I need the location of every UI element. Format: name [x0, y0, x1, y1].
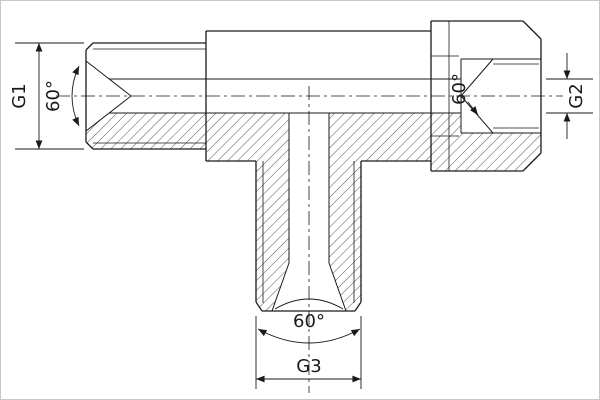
angle-label-right: 60° [449, 73, 470, 105]
dimension-label-g2: G2 [566, 83, 587, 108]
angle-label-bottom: 60° [293, 311, 325, 332]
angle-left-arc [71, 65, 80, 127]
left-stud-thread-lines [93, 48, 206, 144]
angle-right-leader [467, 101, 479, 116]
cross-section [86, 59, 541, 311]
dimensions [15, 42, 593, 389]
vertical-bore-lines [288, 113, 330, 263]
tube-stub-lines [431, 55, 459, 137]
bottom-stud-outline [255, 161, 362, 312]
nut-thread-lines [493, 63, 539, 129]
horizontal-bore-lines [109, 78, 461, 114]
dimension-label-g3: G3 [296, 356, 321, 377]
centerlines [56, 86, 563, 393]
dimension-label-g1: G1 [9, 83, 30, 108]
angle-label-left: 60° [43, 80, 64, 112]
g1-extension-lines [15, 42, 84, 150]
bottom-stud-thread-lines [262, 161, 355, 303]
bottom-cone-lines [271, 262, 347, 312]
horizontal-bore-void [86, 79, 461, 113]
dimension-labels: G1 60° G2 60° 60° G3 [9, 73, 587, 377]
angle-bottom-arc [257, 328, 361, 344]
